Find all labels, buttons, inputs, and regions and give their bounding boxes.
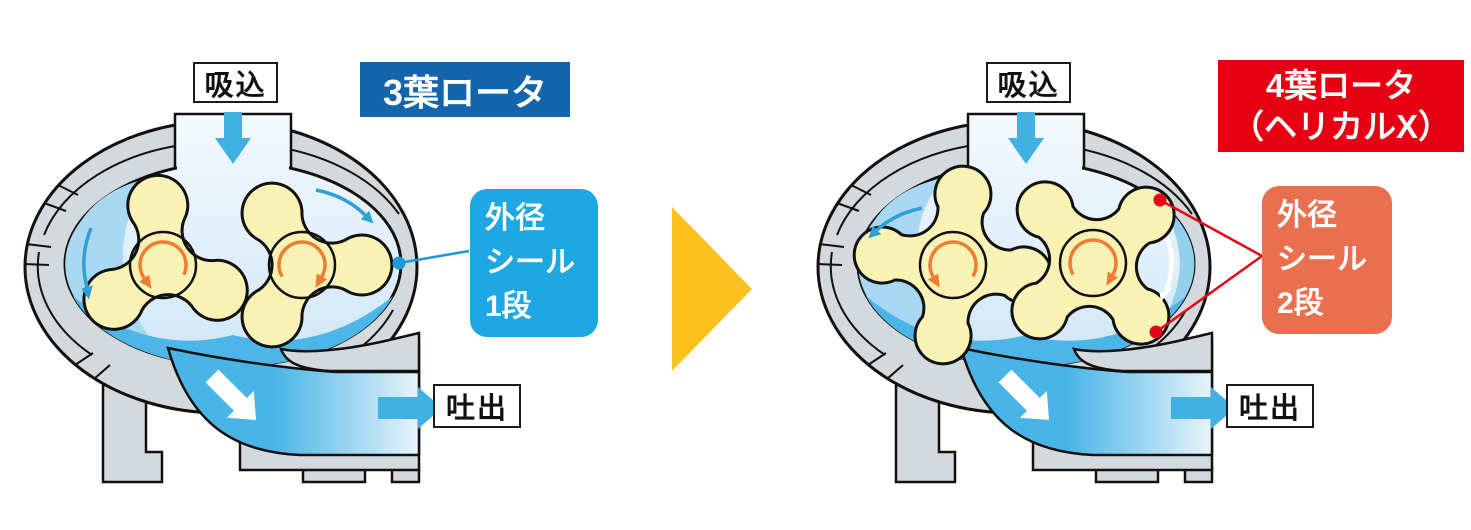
rotation-cw-icon [277,240,328,288]
discharge-label: 吐出 [433,384,521,428]
seal-point-dot [392,256,406,270]
rotor-left-4lobe [852,164,1054,366]
rotation-ccw-icon [927,240,978,288]
header-3lobe-rotor: 3葉ロータ [360,62,570,117]
rotor-right-3lobe [240,181,394,349]
flow-arrow-left-down-icon [81,227,93,300]
casing-tongue [279,331,421,373]
discharge-arrow-icon [378,387,442,429]
seal-pointer-1stage [392,249,470,270]
discharge-side-air [1161,203,1195,325]
suction-label-text: 吸込 [997,69,1060,102]
header-3lobe-text: 3葉ロータ [382,71,548,113]
suction-label: 吸込 [193,62,278,103]
header-4lobe-line2: （ヘリカルX） [1230,108,1451,145]
suction-label: 吸込 [986,62,1071,103]
rotation-ccw-icon [138,240,188,289]
seal-pointer-2stage [1149,193,1263,339]
intake-arrow-icon [215,112,251,164]
pump-diagram-4lobe [816,112,1263,484]
casing-tongue [1072,331,1214,373]
outlet-flow-arrow-icon [998,369,1049,420]
discharge-label-text: 吐出 [1238,393,1301,425]
intake-arrow-icon [1008,112,1044,164]
discharge-label: 吐出 [1226,384,1314,428]
rotor-left-3lobe [82,173,249,331]
suction-label-text: 吸込 [204,69,267,102]
callout-line: 外径 [1277,199,1337,232]
rotor-right-4lobe [1010,180,1176,346]
discharge-label-text: 吐出 [445,393,508,425]
compressed-air [73,296,393,367]
header-4lobe-line1: 4葉ロータ [1265,66,1417,104]
callout-line: 2段 [1277,287,1324,320]
flow-arrow-right-down-icon [1159,237,1174,302]
transition-arrow-icon [672,207,752,371]
rotation-cw-icon [1068,238,1119,286]
callout-line: 1段 [485,290,532,323]
callout-line: シール [485,246,575,279]
header-4lobe-rotor: 4葉ロータ （ヘリカルX） [1218,60,1464,152]
seal-point-dot-bottom [1149,325,1163,339]
callout-line: シール [1277,243,1367,276]
flow-arrow-top-left-icon [868,206,923,239]
discharge-channel [166,346,421,457]
discharge-channel [959,346,1214,457]
pump-diagram-3lobe [23,112,470,484]
casing-rib-lines [23,143,400,380]
outlet-flow-arrow-icon [205,369,256,420]
seal-point-dot-top [1153,193,1167,207]
seal-callout-1stage: 外径 シール 1段 [470,189,598,337]
discharge-arrow-icon [1171,387,1235,429]
flow-arrow-top-right-icon [315,188,374,224]
seal-callout-2stage: 外径 シール 2段 [1262,186,1392,334]
callout-line: 外径 [485,202,545,235]
